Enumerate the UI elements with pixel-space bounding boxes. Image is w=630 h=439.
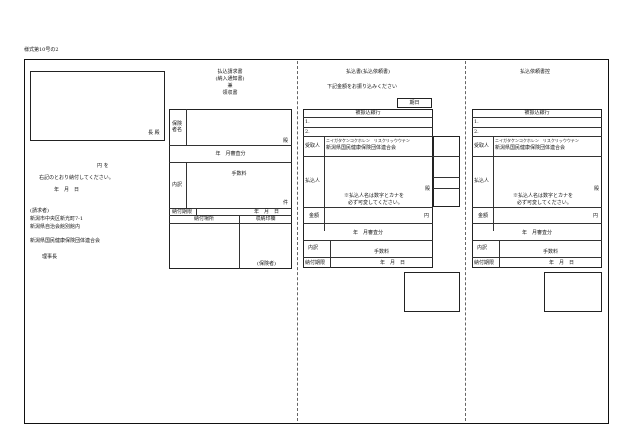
insurer-note: (保険者)	[257, 261, 276, 267]
section3-yen: 円	[593, 213, 599, 219]
pay-place-label: 納付場所	[193, 216, 214, 222]
section2-payer-note-2: 必ず可変してください。	[348, 200, 403, 206]
section3-bank-2: 2.	[474, 129, 479, 135]
section1-breakdown: 内訳	[172, 182, 183, 188]
section2-side-cells	[433, 136, 460, 207]
section2-payer-label: 払込人	[305, 178, 321, 184]
section3-bank-1: 1.	[474, 119, 479, 125]
section1-dono: 殿	[283, 138, 289, 144]
section1-title-2: (納入通知書)	[215, 76, 245, 82]
insurer-label: 保険 者名	[172, 121, 183, 133]
section3-table	[472, 109, 602, 268]
section2-breakdown: 内訳	[308, 245, 319, 251]
section2-dono: 殿	[425, 186, 431, 192]
stamp-box	[30, 71, 165, 141]
form-frame	[24, 59, 609, 424]
section3-fee: 手数料	[542, 249, 558, 255]
section3-amount-label: 金額	[478, 213, 489, 219]
section2-payer-note-1: ※払込人名は数字とカナを	[344, 193, 405, 199]
section3-recipient-label: 受取人	[474, 143, 490, 149]
seal-label: 長 殿	[148, 130, 160, 136]
section2-fee: 手数料	[373, 249, 389, 255]
yen-label: 円 を	[97, 163, 109, 169]
perforation-1	[297, 61, 298, 421]
section1-period: 年 月審査分	[215, 151, 246, 157]
claimant-title: (請求者)	[30, 208, 49, 214]
section3-stamp-box	[544, 272, 602, 312]
section2-due-value: 年 月 日	[380, 260, 406, 266]
section2-bank-header: 被振込銀行	[355, 110, 381, 116]
section2-instruction: 下記金額をお振り込みください	[327, 84, 398, 90]
receipt-stamp-label: 収納印欄	[255, 216, 276, 222]
perforation-2	[465, 61, 466, 421]
section3-payer-note-1: ※払込人名は数字とカナを	[513, 193, 574, 199]
section3-recipient-name: 新潟県国民健康保険団体連合会	[495, 145, 566, 151]
section3-recipient-kana: ニイガタケンコクホレン リスクリッウウテン	[495, 138, 579, 143]
section2-period: 年 月審査分	[352, 230, 383, 236]
section1-due-value: 年 月 日	[254, 209, 280, 215]
section3-due-value: 年 月 日	[549, 260, 575, 266]
section3-dono: 殿	[594, 186, 600, 192]
section2-stamp-box	[404, 272, 460, 312]
section3-bank-header: 被振込銀行	[524, 110, 550, 116]
section1-title-3: 兼	[227, 83, 233, 89]
section1-ken: 件	[283, 200, 289, 206]
section2-recipient-label: 受取人	[305, 143, 321, 149]
date: 年 月 日	[54, 187, 80, 193]
section1-table	[169, 109, 292, 269]
org-name: 新潟県国民健康保険団体連合会	[30, 238, 101, 244]
form-number: 様式第10号の2	[24, 47, 59, 53]
section2-due-label: 納付期限	[305, 260, 326, 266]
section2-recipient-name: 新潟県国民健康保険団体連合会	[326, 145, 397, 151]
address-line-1: 新潟市中央区新光町7-1	[30, 216, 84, 222]
section1-due-label: 納付期限	[172, 209, 193, 215]
address-line-2: 新潟県自治会館別館内	[30, 224, 81, 230]
kijitsu-box	[397, 98, 432, 108]
statement: 右記のとおり納付してください。	[39, 175, 114, 181]
section1-title-4: 領収書	[222, 90, 238, 96]
section2-bank-2: 2.	[305, 129, 310, 135]
section3-due-label: 納付期限	[474, 260, 495, 266]
section2-bank-1: 1.	[305, 119, 310, 125]
section1-title-1: 払込請求書	[217, 69, 243, 75]
rep-title: 理事長	[42, 254, 58, 260]
kijitsu-label: 期日	[409, 100, 420, 106]
section2-amount-label: 金額	[309, 213, 320, 219]
section3-breakdown: 内訳	[477, 245, 488, 251]
section3-title: 払込依頼書控	[519, 69, 550, 75]
section3-payer-note-2: 必ず可変してください。	[517, 200, 572, 206]
section2-yen: 円	[424, 213, 430, 219]
section3-payer-label: 払込人	[474, 178, 490, 184]
section2-recipient-kana: ニイガタケンコクホレン リスクリッウウテン	[326, 138, 410, 143]
section3-period: 年 月審査分	[521, 230, 552, 236]
section2-table	[303, 109, 433, 268]
section2-title: 払込書(払込依頼書)	[346, 69, 390, 75]
section1-fee: 手数料	[231, 171, 247, 177]
